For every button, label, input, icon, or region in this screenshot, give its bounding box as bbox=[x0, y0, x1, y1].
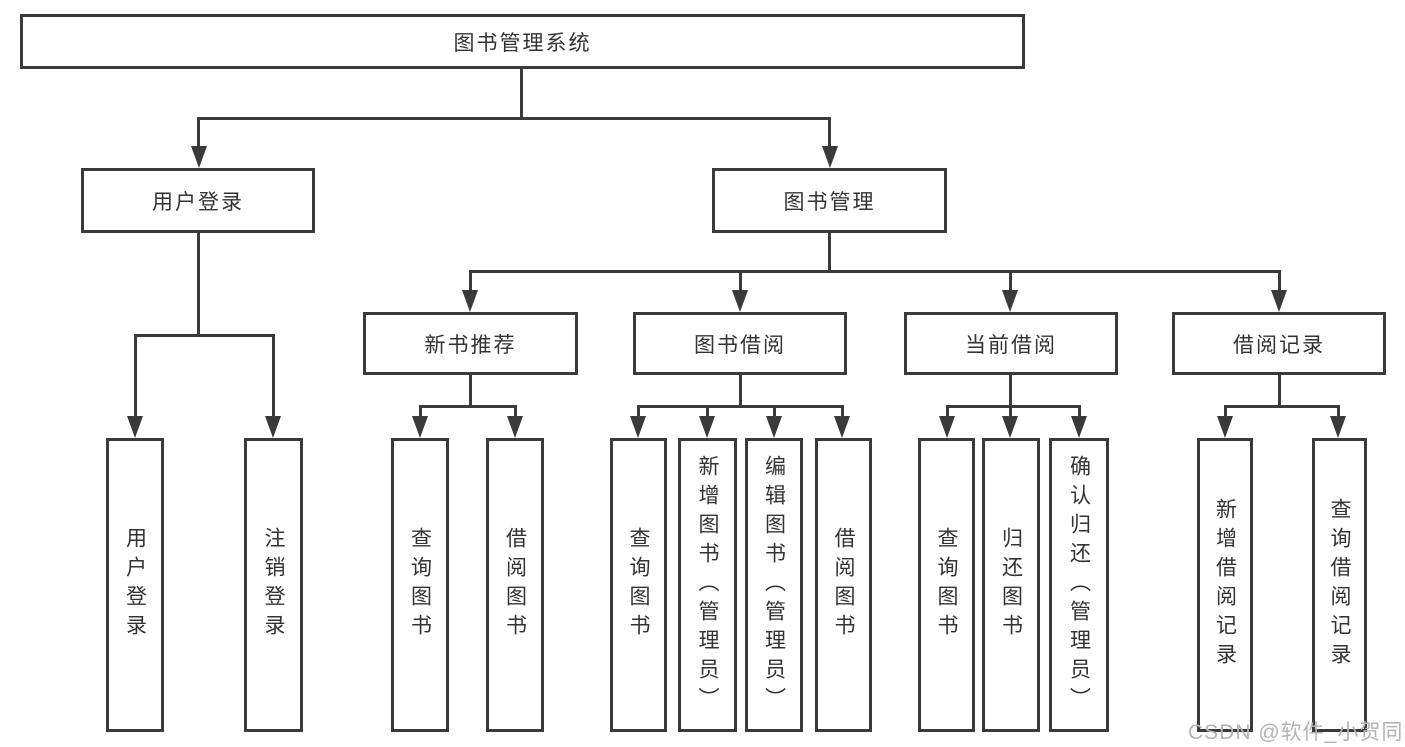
arrow-down-icon bbox=[1071, 416, 1087, 438]
connector-line bbox=[739, 375, 742, 408]
connector-line bbox=[828, 117, 831, 147]
node-user-login: 用户登录 bbox=[81, 168, 315, 233]
connector-line bbox=[197, 117, 831, 120]
connector-line bbox=[197, 117, 200, 147]
arrow-down-icon bbox=[630, 416, 646, 438]
connector-line bbox=[469, 375, 472, 408]
connector-line bbox=[419, 405, 422, 418]
connector-line bbox=[197, 233, 200, 337]
connector-line bbox=[469, 270, 1281, 273]
arrow-down-icon bbox=[462, 290, 478, 312]
arrow-down-icon bbox=[766, 416, 782, 438]
node-library-system: 图书管理系统 bbox=[20, 14, 1025, 69]
connector-line bbox=[134, 334, 137, 418]
leaf-borrowing-borrow-books: 借阅图书 bbox=[815, 438, 872, 732]
connector-line bbox=[773, 405, 776, 418]
arrow-down-icon bbox=[507, 416, 523, 438]
connector-line bbox=[1224, 405, 1227, 418]
leaf-borrowing-query-books: 查询图书 bbox=[610, 438, 667, 732]
arrow-down-icon bbox=[412, 416, 428, 438]
arrow-down-icon bbox=[1330, 416, 1346, 438]
connector-line bbox=[1337, 405, 1340, 418]
connector-line bbox=[1224, 405, 1340, 408]
node-book-management: 图书管理 bbox=[712, 168, 947, 233]
arrow-down-icon bbox=[1217, 416, 1233, 438]
connector-line bbox=[637, 405, 844, 408]
connector-line bbox=[841, 405, 844, 418]
connector-line bbox=[134, 334, 275, 337]
connector-line bbox=[1009, 405, 1012, 418]
leaf-current-return-books: 归还图书 bbox=[982, 438, 1040, 732]
node-book-borrowing: 图书借阅 bbox=[633, 312, 847, 375]
connector-line bbox=[1278, 270, 1281, 292]
connector-line bbox=[637, 405, 640, 418]
leaf-records-query-record: 查询借阅记录 bbox=[1312, 438, 1367, 732]
arrow-down-icon bbox=[127, 416, 143, 438]
connector-line bbox=[1009, 270, 1012, 292]
leaf-current-confirm-return-admin: 确认归还（管理员） bbox=[1049, 438, 1109, 732]
node-borrowing-records: 借阅记录 bbox=[1172, 312, 1386, 375]
arrow-down-icon bbox=[265, 416, 281, 438]
csdn-watermark: CSDN @软件_小贺同学 bbox=[1188, 721, 1405, 744]
arrow-down-icon bbox=[822, 146, 838, 168]
connector-line bbox=[946, 405, 949, 418]
connector-line bbox=[469, 270, 472, 292]
arrow-down-icon bbox=[1271, 290, 1287, 312]
leaf-user-login: 用户登录 bbox=[106, 438, 164, 732]
connector-line bbox=[1078, 405, 1081, 418]
connector-line bbox=[419, 405, 517, 408]
connector-line bbox=[739, 270, 742, 292]
connector-line bbox=[946, 405, 1081, 408]
node-new-book-recommendation: 新书推荐 bbox=[363, 312, 578, 375]
arrow-down-icon bbox=[191, 146, 207, 168]
arrow-down-icon bbox=[1002, 290, 1018, 312]
connector-line bbox=[272, 334, 275, 418]
arrow-down-icon bbox=[834, 416, 850, 438]
arrow-down-icon bbox=[699, 416, 715, 438]
connector-line bbox=[828, 233, 831, 273]
connector-line bbox=[1009, 375, 1012, 408]
leaf-recommend-query-books: 查询图书 bbox=[391, 438, 449, 732]
connector-line bbox=[706, 405, 709, 418]
node-current-borrowing: 当前借阅 bbox=[904, 312, 1118, 375]
leaf-records-add-record: 新增借阅记录 bbox=[1197, 438, 1253, 732]
arrow-down-icon bbox=[1002, 416, 1018, 438]
leaf-current-query-books: 查询图书 bbox=[918, 438, 975, 732]
leaf-recommend-borrow-books: 借阅图书 bbox=[486, 438, 544, 732]
connector-line bbox=[1278, 375, 1281, 408]
leaf-logout: 注销登录 bbox=[244, 438, 303, 732]
arrow-down-icon bbox=[939, 416, 955, 438]
connector-line bbox=[520, 69, 523, 119]
arrow-down-icon bbox=[732, 290, 748, 312]
connector-line bbox=[514, 405, 517, 418]
leaf-borrowing-add-books-admin: 新增图书（管理员） bbox=[678, 438, 737, 732]
leaf-borrowing-edit-books-admin: 编辑图书（管理员） bbox=[745, 438, 803, 732]
